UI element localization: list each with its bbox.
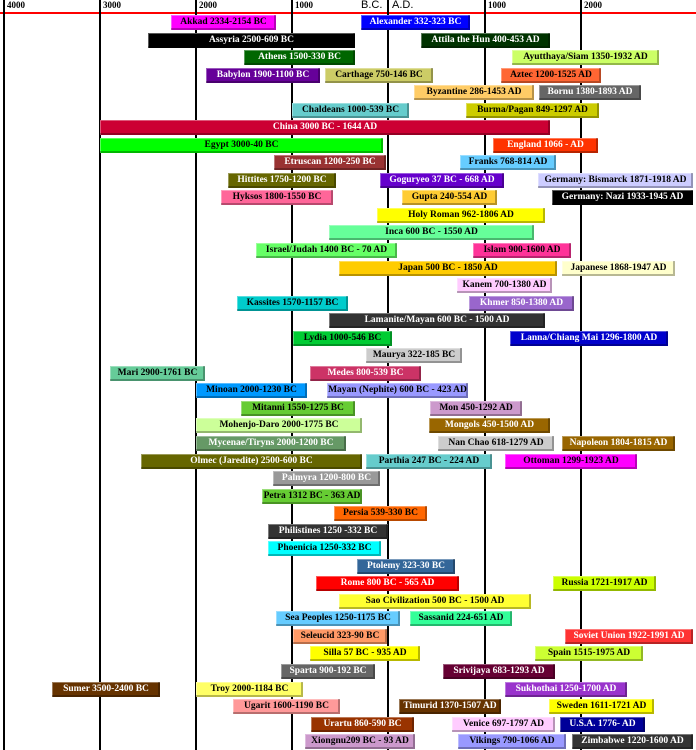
timeline-bar: Mongols 450-1500 AD: [429, 418, 550, 433]
timeline-bar: Zimbabwe 1220-1600 AD: [572, 734, 693, 749]
timeline-bar: Ugarit 1600-1190 BC: [233, 699, 340, 714]
timeline-bar: Maurya 322-185 BC: [366, 348, 462, 363]
gridline: [291, 0, 293, 750]
timeline-bar: Medes 800-539 BC: [310, 366, 421, 381]
timeline-bar: Ayutthaya/Siam 1350-1932 AD: [512, 50, 659, 65]
timeline-bar: Sassanid 224-651 AD: [410, 611, 512, 626]
timeline-bar: Ottoman 1299-1923 AD: [505, 454, 637, 469]
timeline-bar: Khmer 850-1380 AD: [469, 296, 574, 311]
timeline-bar: Persia 539-330 BC: [334, 506, 427, 521]
timeline-bar: U.S.A. 1776- AD: [560, 717, 645, 732]
tick-label: 4000: [7, 0, 25, 10]
timeline-bar: Attila the Hun 400-453 AD: [421, 33, 550, 48]
timeline-bar: Islam 900-1600 AD: [473, 243, 571, 258]
timeline-bar: Chaldeans 1000-539 BC: [292, 103, 409, 118]
timeline-bar: Nan Chao 618-1279 AD: [438, 436, 554, 451]
timeline-bar: Spain 1515-1975 AD: [535, 646, 643, 661]
timeline-bar: Russia 1721-1917 AD: [553, 576, 656, 591]
tick-label: 2000: [199, 0, 217, 10]
timeline-bar: Mari 2900-1761 BC: [110, 366, 205, 381]
timeline-bar: Lanna/Chiang Mai 1296-1800 AD: [510, 331, 668, 346]
timeline-bar: Timurid 1370-1507 AD: [399, 699, 501, 714]
timeline-bar: Phoenicia 1250-332 BC: [268, 541, 381, 556]
timeline-bar: Sweden 1611-1721 AD: [549, 699, 654, 714]
timeline-bar: Burma/Pagan 849-1297 AD: [466, 103, 599, 118]
timeline-bar: Lamanite/Mayan 600 BC - 1500 AD: [329, 313, 545, 328]
timeline-bar: Srivijaya 683-1293 AD: [443, 664, 555, 679]
timeline-bar: Petra 1312 BC - 363 AD: [262, 489, 362, 504]
ad-label: A.D.: [392, 0, 414, 11]
gridline: [3, 0, 5, 750]
timeline-bar: Egypt 3000-40 BC: [100, 138, 383, 153]
timeline-bar: Assyria 2500-609 BC: [148, 33, 355, 48]
timeline-bar: Parthia 247 BC - 224 AD: [366, 454, 492, 469]
timeline-bar: Bornu 1380-1893 AD: [539, 85, 641, 100]
timeline-bar: Silla 57 BC - 935 AD: [310, 646, 420, 661]
timeline-bar: Urartu 860-590 BC: [311, 717, 414, 732]
timeline-bar: Sumer 3500-2400 BC: [52, 682, 160, 697]
timeline-bar: Philistines 1250 -332 BC: [268, 524, 388, 539]
timeline-bar: Sea Peoples 1250-1175 BC: [276, 611, 400, 626]
tick-label: 1000: [488, 0, 506, 10]
tick-label: 2000: [584, 0, 602, 10]
timeline-bar: Mohenjo-Daro 2000-1775 BC: [196, 418, 362, 433]
timeline-bar: Rome 800 BC - 565 AD: [316, 576, 459, 591]
gridline: [484, 0, 486, 750]
timeline-bar: Sparta 900-192 BC: [281, 664, 375, 679]
timeline-bar: Ptolemy 323-30 BC: [357, 559, 455, 574]
tick-label: 1000: [295, 0, 313, 10]
timeline-bar: Japanese 1868-1947 AD: [562, 261, 675, 276]
timeline-bar: Seleucid 323-90 BC: [293, 629, 387, 644]
timeline-bar: Japan 500 BC - 1850 AD: [339, 261, 557, 276]
timeline-bar: China 3000 BC - 1644 AD: [100, 120, 550, 135]
gridline: [580, 0, 582, 750]
timeline-bar: Alexander 332-323 BC: [361, 15, 470, 30]
timeline-bar: Palmyra 1200-800 BC: [273, 471, 380, 486]
timeline-bar: Athens 1500-330 BC: [244, 50, 355, 65]
timeline-bar: England 1066 - AD: [493, 138, 598, 153]
timeline-bar: Napoleon 1804-1815 AD: [562, 436, 675, 451]
timeline-bar: Olmec (Jaredite) 2500-600 BC: [141, 454, 362, 469]
timeline-bar: Lydia 1000-546 BC: [293, 331, 392, 346]
timeline-bar: Xiongnu209 BC - 93 AD: [305, 734, 415, 749]
timeline-bar: Aztec 1200-1525 AD: [501, 68, 601, 83]
timeline-bar: Carthage 750-146 BC: [325, 68, 433, 83]
timeline-bar: Troy 2000-1184 BC: [196, 682, 303, 697]
timeline-bar: Mayan (Nephite) 600 BC - 423 AD: [327, 383, 468, 398]
timeline-bar: Germany: Bismarck 1871-1918 AD: [538, 173, 693, 188]
timeline-axis-line: [0, 12, 696, 14]
timeline-bar: Soviet Union 1922-1991 AD: [565, 629, 693, 644]
timeline-bar: Holy Roman 962-1806 AD: [377, 208, 545, 223]
timeline-bar: Gupta 240-554 AD: [402, 190, 497, 205]
timeline-bar: Byzantine 286-1453 AD: [414, 85, 534, 100]
timeline-bar: Mycenae/Tiryns 2000-1200 BC: [196, 436, 346, 451]
timeline-bar: Vikings 790-1066 AD: [458, 734, 566, 749]
timeline-bar: Sao Civilization 500 BC - 1500 AD: [339, 594, 531, 609]
timeline-bar: Sukhothai 1250-1700 AD: [505, 682, 627, 697]
timeline-bar: Hyksos 1800-1550 BC: [221, 190, 333, 205]
timeline-bar: Goguryeo 37 BC - 668 AD: [380, 173, 504, 188]
timeline-bar: Mon 450-1292 AD: [430, 401, 522, 416]
timeline-bar: Inca 600 BC - 1550 AD: [329, 225, 534, 240]
timeline-bar: Etruscan 1200-250 BC: [274, 155, 386, 170]
timeline-bar: Kassites 1570-1157 BC: [237, 296, 348, 311]
bc-label: B.C.: [361, 0, 383, 11]
timeline-bar: Israel/Judah 1400 BC - 70 AD: [256, 243, 397, 258]
timeline-bar: Franks 768-814 AD: [460, 155, 556, 170]
timeline-bar: Venice 697-1797 AD: [452, 717, 555, 732]
tick-label: 3000: [103, 0, 121, 10]
timeline-bar: Kanem 700-1380 AD: [457, 278, 552, 293]
timeline-bar: Akkad 2334-2154 BC: [171, 15, 276, 30]
timeline-bar: Hittites 1750-1200 BC: [228, 173, 336, 188]
gridline: [99, 0, 101, 750]
timeline-bar: Germany: Nazi 1933-1945 AD: [552, 190, 693, 205]
timeline-bar: Babylon 1900-1100 BC: [206, 68, 320, 83]
timeline-bar: Mitanni 1550-1275 BC: [241, 401, 355, 416]
timeline-bar: Minoan 2000-1230 BC: [196, 383, 307, 398]
